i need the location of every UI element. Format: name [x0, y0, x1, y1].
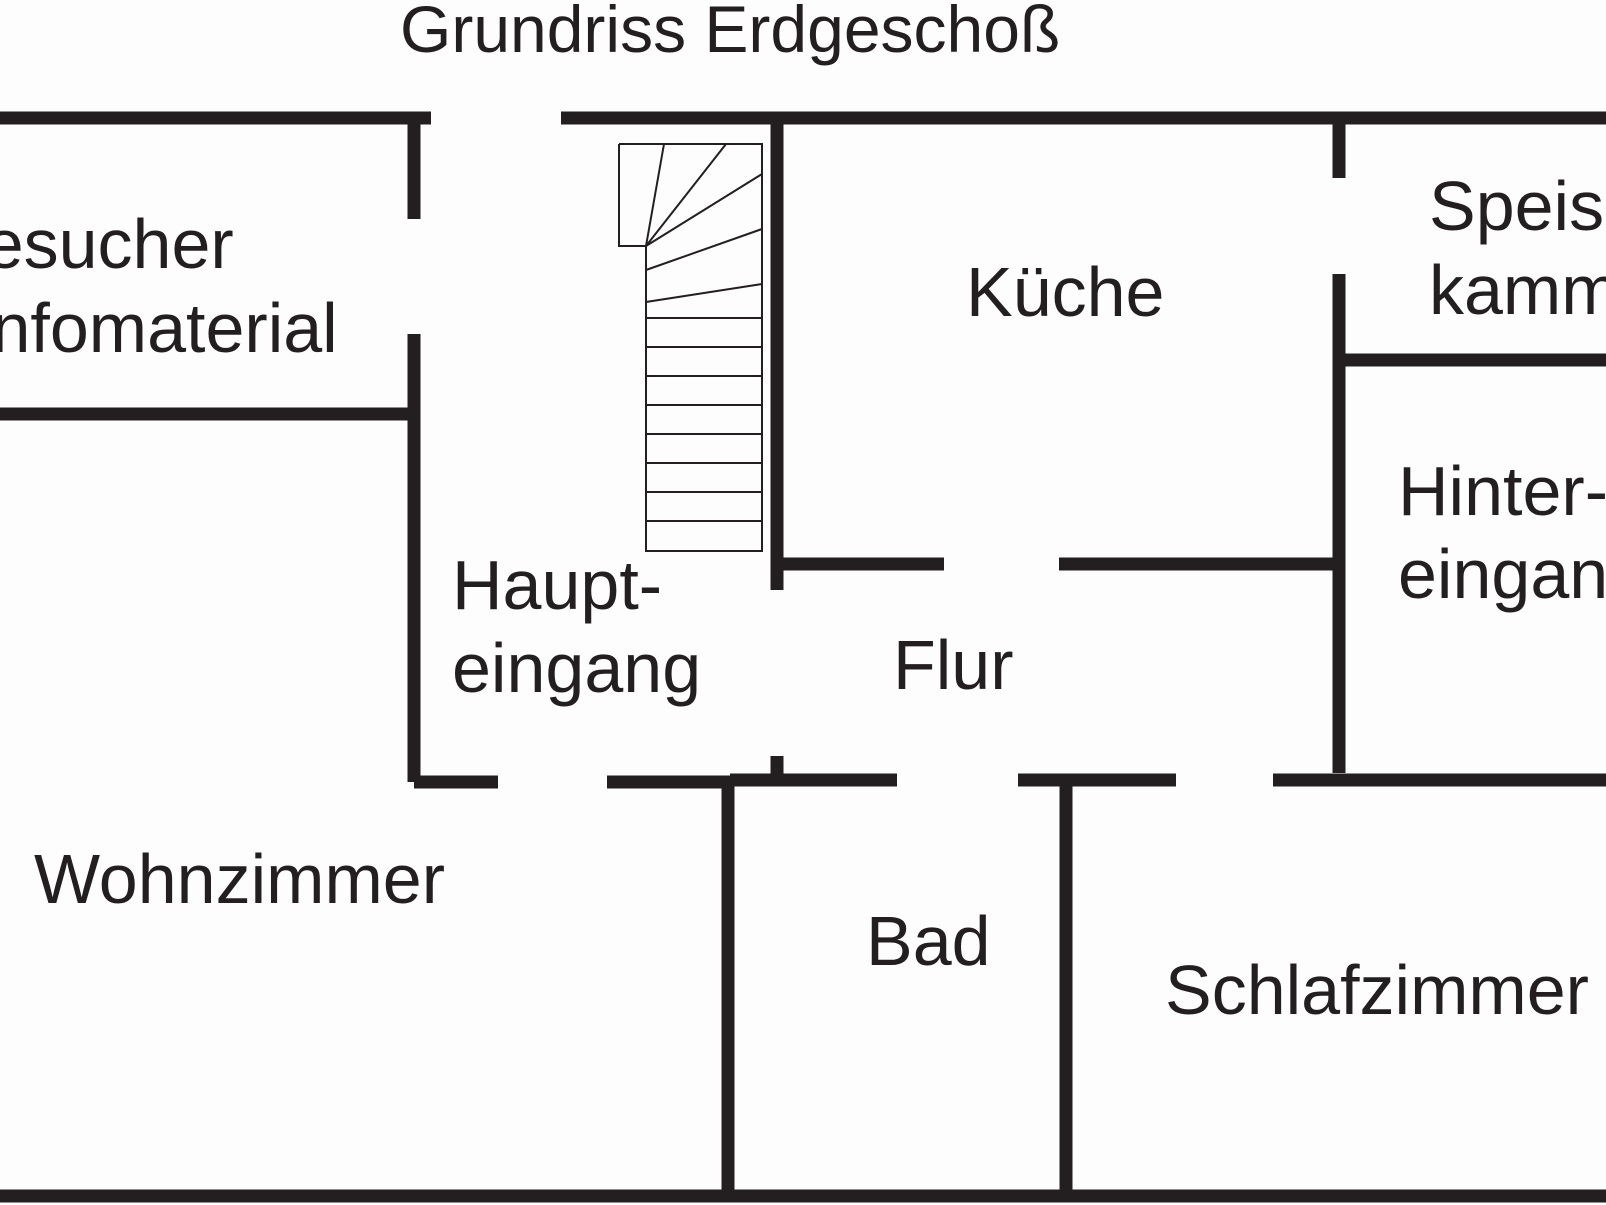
label-besucher-line1: Besucher [0, 205, 234, 283]
label-kueche: Küche [966, 253, 1164, 331]
stair-tread [645, 143, 727, 247]
label-haupteingang-line1: Haupt- [452, 546, 662, 624]
stair-tread [645, 143, 665, 247]
label-hintereingang-line1: Hinter- [1398, 452, 1606, 530]
label-hintereingang-line2: eingang [1398, 535, 1606, 613]
label-besucher-line2: Infomaterial [0, 289, 338, 367]
stair-outline [618, 143, 763, 552]
label-bad: Bad [866, 902, 991, 980]
label-flur: Flur [893, 626, 1014, 704]
walls [0, 111, 1606, 1203]
staircase [618, 143, 763, 552]
plan-title: Grundriss Erdgeschoß [400, 0, 1060, 66]
label-speisekammer-line2: kammer [1429, 251, 1606, 329]
label-wohnzimmer: Wohnzimmer [34, 840, 445, 918]
stair-tread [645, 228, 763, 271]
label-haupteingang-line2: eingang [452, 629, 701, 707]
stair-tread [645, 173, 763, 247]
label-speisekammer-line1: Speise- [1429, 167, 1606, 245]
stair-tread [645, 283, 763, 303]
label-schlafzimmer: Schlafzimmer [1165, 951, 1589, 1029]
